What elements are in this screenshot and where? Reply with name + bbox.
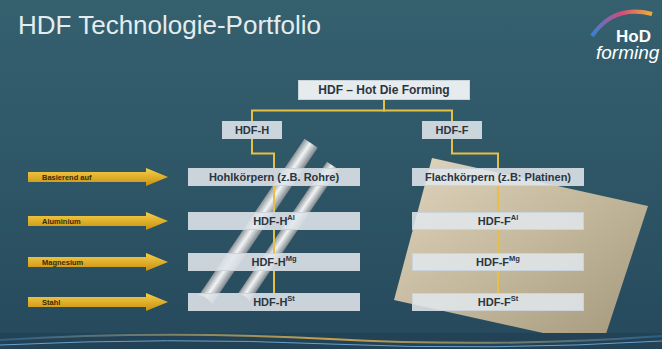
tree-connector <box>252 100 384 121</box>
row-box: HDF-FAl <box>412 212 584 230</box>
tree-connector <box>273 230 275 253</box>
row-arrow: Basierend auf <box>28 168 168 186</box>
superscript-text: Al <box>511 213 519 222</box>
node-text: HDF-H <box>251 256 285 268</box>
node-text: HDF-F <box>478 215 511 227</box>
row-box: HDF-HSt <box>188 293 360 311</box>
row-arrow: Stahl <box>28 293 168 311</box>
row-box: Flachkörpern (z.B: Platinen) <box>412 168 584 186</box>
tree-connector <box>273 271 275 293</box>
node-text: Magnesium <box>42 258 83 267</box>
node-text: HDF – Hot Die Forming <box>318 83 449 97</box>
node-text: Stahl <box>42 298 60 307</box>
node-text: Basierend auf <box>42 173 92 182</box>
row-box: HDF-FSt <box>412 293 584 311</box>
row-box: HDF-HMg <box>188 253 360 271</box>
superscript-text: Mg <box>286 254 297 263</box>
tree-connector <box>452 139 498 168</box>
root-box: HDF – Hot Die Forming <box>298 80 470 100</box>
branch-box: HDF-H <box>222 121 282 139</box>
metal-sheet <box>394 158 648 346</box>
node-text: HDF-H <box>253 296 287 308</box>
slide-title: HDF Technologie-Portfolio <box>18 10 321 41</box>
branch-box: HDF-F <box>422 121 482 139</box>
tree-connector <box>497 186 499 212</box>
tree-connector <box>252 139 274 168</box>
node-text: Aluminium <box>42 217 81 226</box>
logo-text: forming <box>596 42 659 64</box>
row-box: HDF-FMg <box>412 253 584 271</box>
node-text: Hohlkörpern (z.B. Rohre) <box>209 171 339 183</box>
superscript-text: Mg <box>509 254 520 263</box>
row-box: HDF-HAl <box>188 212 360 230</box>
row-box: Hohlkörpern (z.B. Rohre) <box>188 168 360 186</box>
bottom-wave <box>0 341 662 347</box>
superscript-text: St <box>287 294 295 303</box>
row-arrow: Aluminium <box>28 212 168 230</box>
tree-connector <box>497 230 499 253</box>
superscript-text: Al <box>287 213 295 222</box>
node-text: HDF-F <box>478 296 511 308</box>
node-text: HDF-H <box>235 124 269 136</box>
tree-connector <box>273 186 275 212</box>
node-text: HDF-F <box>436 124 469 136</box>
superscript-text: St <box>511 294 519 303</box>
node-text: HDF-H <box>253 215 287 227</box>
tree-connector <box>384 100 452 121</box>
node-text: Flachkörpern (z.B: Platinen) <box>425 171 571 183</box>
node-text: HDF-F <box>476 256 509 268</box>
tree-connector <box>497 271 499 293</box>
bottom-band <box>0 333 662 349</box>
row-arrow: Magnesium <box>28 253 168 271</box>
